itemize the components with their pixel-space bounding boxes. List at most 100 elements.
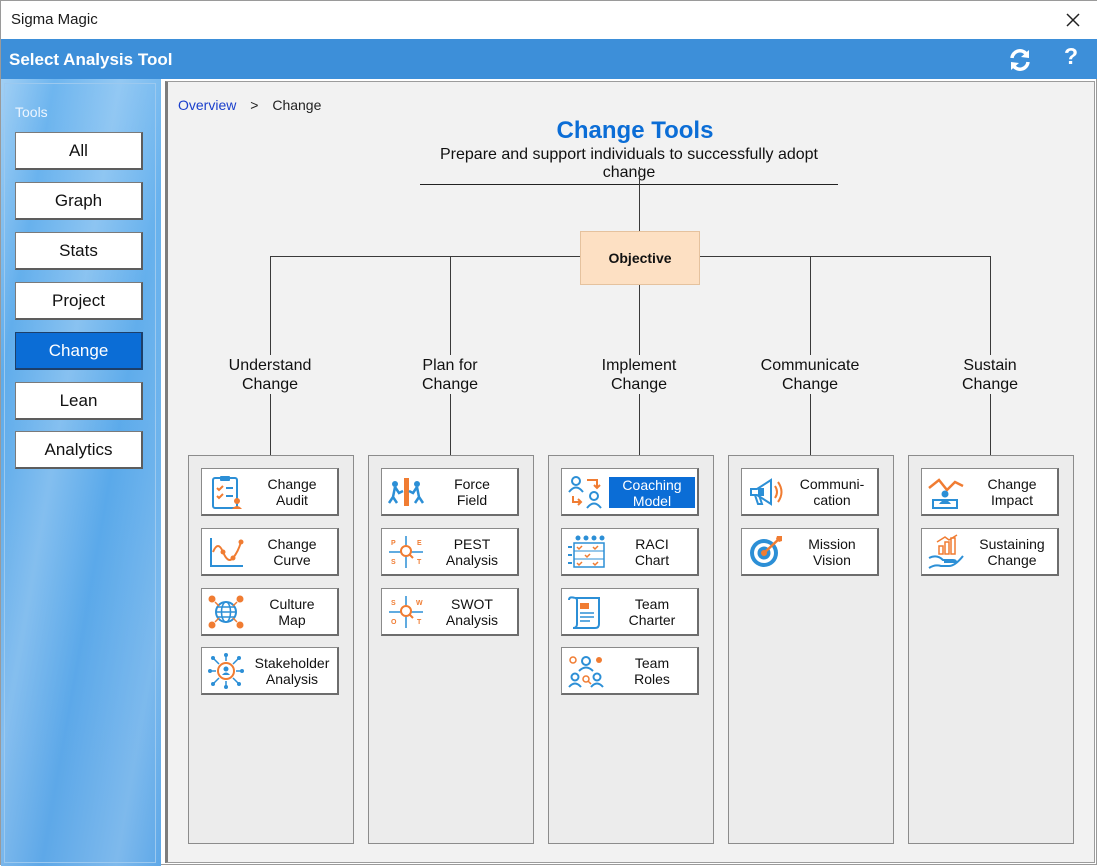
- tool-label: PEST Analysis: [445, 536, 499, 568]
- category-understand-change: Understand Change: [195, 356, 345, 394]
- connector-line: [810, 256, 811, 355]
- connector-line: [270, 256, 271, 355]
- content-panel: Overview > Change Change Tools Prepare a…: [165, 81, 1095, 863]
- category-label: Implement Change: [601, 357, 677, 393]
- sidebar-item-analytics[interactable]: Analytics: [15, 431, 143, 469]
- breadcrumb-overview-link[interactable]: Overview: [178, 97, 237, 113]
- raci-chart-icon: [568, 535, 605, 568]
- tool-label: Team Roles: [634, 655, 670, 687]
- force-push-icon: [387, 478, 425, 506]
- category-label: Sustain Change: [961, 357, 1019, 393]
- impact-person-icon: [928, 478, 964, 509]
- stakeholder-hub-icon: [208, 653, 244, 689]
- connector-line: [700, 256, 990, 257]
- sidebar-item-stats[interactable]: Stats: [15, 232, 143, 270]
- tool-label: Mission Vision: [808, 536, 856, 568]
- charter-scroll-icon: [568, 596, 600, 629]
- svg-text:O: O: [391, 619, 397, 626]
- category-implement-change: Implement Change: [564, 356, 714, 394]
- connector-line: [450, 394, 451, 455]
- help-button[interactable]: ?: [1059, 43, 1083, 73]
- tool-mission-vision-button[interactable]: Mission Vision: [741, 528, 879, 576]
- tool-label: Change Audit: [267, 476, 317, 508]
- category-plan-for-change: Plan for Change: [375, 356, 525, 394]
- tool-coaching-model-button[interactable]: Coaching Model: [561, 468, 699, 516]
- tools-panel-implement: Coaching Model RACI Chart: [548, 455, 714, 844]
- sidebar-item-label: Analytics: [44, 439, 113, 459]
- breadcrumb-separator: >: [250, 97, 259, 113]
- hand-growth-icon: [928, 534, 964, 569]
- close-icon: [1066, 13, 1080, 27]
- close-button[interactable]: [1058, 5, 1088, 35]
- refresh-button[interactable]: [1006, 46, 1034, 74]
- target-arrow-icon: [750, 536, 782, 567]
- category-label: Plan for Change: [421, 357, 479, 393]
- tool-change-audit-button[interactable]: Change Audit: [201, 468, 339, 516]
- tool-team-charter-button[interactable]: Team Charter: [561, 588, 699, 636]
- sidebar-label: Tools: [15, 104, 48, 120]
- category-label: Communicate Change: [760, 357, 860, 393]
- sidebar-item-label: All: [69, 140, 88, 160]
- tool-label: RACI Chart: [634, 536, 670, 568]
- tool-sustaining-change-button[interactable]: Sustaining Change: [921, 528, 1059, 576]
- sidebar-item-graph[interactable]: Graph: [15, 182, 143, 220]
- connector-line: [639, 167, 640, 231]
- tool-label: Stakeholder Analysis: [254, 655, 330, 687]
- help-icon: ?: [1063, 43, 1079, 69]
- page-title: Change Tools: [556, 117, 714, 144]
- window-title: Sigma Magic: [11, 11, 98, 28]
- category-sustain-change: Sustain Change: [915, 356, 1065, 394]
- sidebar-item-all[interactable]: All: [15, 132, 143, 170]
- tool-label: SWOT Analysis: [445, 596, 499, 628]
- sidebar-item-label: Lean: [59, 390, 98, 410]
- sidebar-item-label: Stats: [59, 240, 98, 260]
- sidebar-item-project[interactable]: Project: [15, 282, 143, 320]
- category-communicate-change: Communicate Change: [735, 356, 885, 394]
- tools-panel-sustain: Change Impact Sustaining Change: [908, 455, 1074, 844]
- sidebar-item-lean[interactable]: Lean: [15, 382, 143, 420]
- curve-chart-icon: [210, 538, 244, 567]
- header-title: Select Analysis Tool: [9, 50, 173, 69]
- tools-panel-plan: Force Field P E S T PEST Analysis: [368, 455, 534, 844]
- connector-line: [990, 394, 991, 455]
- tool-team-roles-button[interactable]: Team Roles: [561, 647, 699, 695]
- tool-culture-map-button[interactable]: Culture Map: [201, 588, 339, 636]
- tool-change-curve-button[interactable]: Change Curve: [201, 528, 339, 576]
- svg-text:T: T: [417, 559, 422, 566]
- tool-stakeholder-analysis-button[interactable]: Stakeholder Analysis: [201, 647, 339, 695]
- tool-label: Communi- cation: [799, 476, 865, 508]
- tools-panel-understand: Change Audit Change Curve: [188, 455, 354, 844]
- svg-text:E: E: [417, 540, 422, 547]
- connector-line: [270, 256, 580, 257]
- coaching-people-icon: [568, 476, 602, 509]
- tool-label: Change Impact: [987, 476, 1037, 508]
- globe-network-icon: [208, 595, 244, 629]
- sidebar-frame: [4, 83, 156, 863]
- tool-communication-button[interactable]: Communi- cation: [741, 468, 879, 516]
- tool-label: Team Charter: [628, 596, 676, 628]
- svg-text:S: S: [391, 600, 396, 607]
- connector-line: [639, 394, 640, 455]
- tool-raci-chart-button[interactable]: RACI Chart: [561, 528, 699, 576]
- connector-line: [990, 256, 991, 355]
- tool-label: Coaching Model: [609, 477, 695, 509]
- tool-force-field-button[interactable]: Force Field: [381, 468, 519, 516]
- header-bar: Select Analysis Tool ?: [1, 39, 1097, 79]
- title-bar: Sigma Magic: [1, 1, 1097, 39]
- svg-text:P: P: [391, 540, 396, 547]
- sidebar-item-label: Change: [48, 340, 109, 360]
- clipboard-checklist-icon: [212, 476, 242, 509]
- breadcrumb-current: Change: [272, 97, 322, 113]
- tool-label: Sustaining Change: [979, 536, 1045, 568]
- svg-text:T: T: [417, 619, 422, 626]
- tool-change-impact-button[interactable]: Change Impact: [921, 468, 1059, 516]
- page-subtitle: Prepare and support individuals to succe…: [420, 146, 838, 185]
- sidebar-item-change[interactable]: Change: [15, 332, 143, 370]
- objective-box: Objective: [580, 231, 700, 285]
- tools-panel-communicate: Communi- cation Mission Vision: [728, 455, 894, 844]
